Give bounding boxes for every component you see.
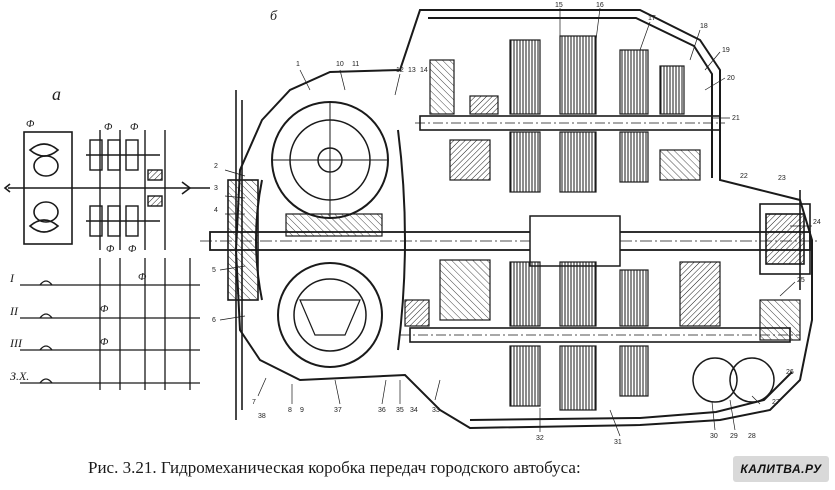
part-number-31: 31 bbox=[614, 439, 622, 446]
part-number-3: 3 bbox=[214, 185, 218, 192]
kinematic-schematic: а Φ bbox=[3, 84, 210, 390]
phi-label-6: Φ bbox=[138, 271, 147, 283]
part-number-4: 4 bbox=[214, 207, 218, 214]
phi-label-3: Φ bbox=[130, 121, 139, 133]
gear-row-4: З.Х. bbox=[10, 369, 29, 383]
part-number-8: 8 bbox=[288, 407, 292, 414]
part-number-30: 30 bbox=[710, 433, 718, 440]
part-number-37: 37 bbox=[334, 407, 342, 414]
part-number-26: 26 bbox=[786, 369, 794, 376]
figure-caption: Рис. 3.21. Гидромеханическая коробка пер… bbox=[88, 458, 581, 477]
part-number-32: 32 bbox=[536, 435, 544, 442]
housing-outline bbox=[234, 9, 813, 430]
torque-converter-section bbox=[255, 101, 406, 368]
part-number-27: 27 bbox=[772, 399, 780, 406]
part-number-23: 23 bbox=[778, 175, 786, 182]
part-number-29: 29 bbox=[730, 433, 738, 440]
gear-row-3: III bbox=[9, 336, 23, 350]
part-number-28: 28 bbox=[748, 433, 756, 440]
part-number-21: 21 bbox=[732, 115, 740, 122]
gear-row-1: I bbox=[9, 271, 15, 285]
part-number-16: 16 bbox=[596, 2, 604, 9]
site-watermark-badge[interactable]: КАЛИТВА.РУ bbox=[733, 456, 829, 482]
part-number-7: 7 bbox=[252, 399, 256, 406]
part-number-25: 25 bbox=[797, 277, 805, 284]
part-number-36: 36 bbox=[378, 407, 386, 414]
part-number-15: 15 bbox=[555, 2, 563, 9]
section-label-b: б bbox=[270, 9, 278, 24]
part-number-24: 24 bbox=[813, 219, 821, 226]
part-number-13: 13 bbox=[408, 67, 416, 74]
part-number-35: 35 bbox=[396, 407, 404, 414]
part-number-2: 2 bbox=[214, 163, 218, 170]
part-number-12: 12 bbox=[396, 67, 404, 74]
gear-packs-upper bbox=[429, 35, 701, 193]
phi-label-4: Φ bbox=[106, 243, 115, 255]
part-number-17: 17 bbox=[648, 15, 656, 22]
gear-row-2: II bbox=[9, 304, 19, 318]
part-number-19: 19 bbox=[722, 47, 730, 54]
gearbox-drawing: а Φ bbox=[3, 2, 821, 446]
part-number-1: 1 bbox=[296, 61, 300, 68]
part-numbers: 1 2 3 4 5 6 7 8 9 10 11 12 13 14 15 16 1… bbox=[212, 2, 821, 446]
clutch-gear-set bbox=[86, 130, 166, 250]
part-number-callouts bbox=[219, 7, 812, 437]
gear-packs-lower bbox=[404, 259, 801, 411]
phi-label-8: Φ bbox=[100, 336, 109, 348]
part-number-9: 9 bbox=[300, 407, 304, 414]
output-flange bbox=[759, 190, 811, 290]
part-number-6: 6 bbox=[212, 317, 216, 324]
phi-label-2: Φ bbox=[104, 121, 113, 133]
phi-label-1: Φ bbox=[26, 118, 35, 130]
phi-label-5: Φ bbox=[128, 243, 137, 255]
part-number-11: 11 bbox=[352, 61, 359, 68]
part-number-10: 10 bbox=[336, 61, 344, 68]
part-number-18: 18 bbox=[700, 23, 708, 30]
part-number-20: 20 bbox=[727, 75, 735, 82]
part-number-22: 22 bbox=[740, 173, 748, 180]
phi-label-7: Φ bbox=[100, 303, 109, 315]
part-number-14: 14 bbox=[420, 67, 428, 74]
part-number-5: 5 bbox=[212, 267, 216, 274]
part-number-34: 34 bbox=[410, 407, 418, 414]
schematic-label-a: а bbox=[52, 84, 61, 104]
gearbox-section: б bbox=[200, 2, 821, 446]
part-number-38: 38 bbox=[258, 413, 266, 420]
input-flange bbox=[227, 90, 259, 420]
part-number-33: 33 bbox=[432, 407, 440, 414]
gear-shift-table bbox=[20, 258, 200, 390]
torque-converter-symbol bbox=[3, 131, 210, 245]
